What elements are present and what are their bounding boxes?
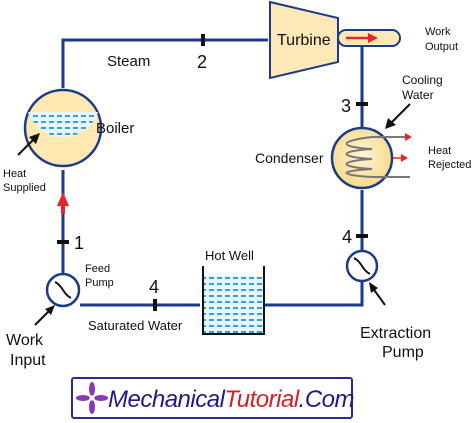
brand-text-com: .Com — [299, 386, 354, 413]
extraction-pump-label-line1: Extraction — [360, 325, 431, 342]
state-point-markers — [57, 34, 368, 311]
saturated-water-label: Saturated Water — [88, 318, 183, 333]
turbine-label: Turbine — [277, 32, 331, 49]
heat-supplied-arrow-icon — [17, 137, 36, 156]
flow-arrow-up-icon — [57, 192, 69, 206]
brand-banner-frame — [71, 377, 353, 419]
turbine: Turbine — [269, 0, 401, 80]
condenser: Condenser — [255, 126, 412, 190]
work-input-label-line2: Input — [10, 352, 46, 369]
heat-supplied-label-line2: Supplied — [3, 182, 46, 194]
extraction-pump — [345, 249, 379, 283]
state-point-1-label: 1 — [74, 233, 84, 253]
feed-pump-label-line2: Pump — [85, 277, 114, 289]
hot-well: Hot Well — [202, 248, 265, 335]
turbine-body — [269, 0, 339, 80]
cooling-water-arrow-icon — [389, 103, 411, 125]
condenser-label: Condenser — [255, 150, 324, 166]
heat-supplied-arrowhead-icon — [29, 133, 40, 144]
steam-label: Steam — [107, 53, 150, 70]
state-point-2-label: 2 — [197, 52, 207, 72]
cooling-water-label-line1: Cooling — [402, 73, 443, 87]
feed-pump — [45, 272, 81, 308]
work-input-label-line1: Work — [6, 332, 44, 349]
state-point-4-bottom-label: 4 — [149, 277, 159, 297]
heat-rejected-arrow-icon-2 — [401, 154, 408, 162]
state-point-4-right-label: 4 — [342, 227, 352, 247]
heat-rejected-label-line2: Rejected — [428, 159, 471, 171]
cooling-water-arrowhead-icon — [385, 118, 396, 129]
boiler-label: Boiler — [96, 120, 134, 137]
work-output-arrowhead-icon — [368, 33, 378, 43]
boiler-water — [28, 112, 98, 138]
work-input-arrow-icon — [34, 309, 51, 326]
brand-text-tutorial: Tutorial — [224, 386, 299, 413]
brand-text: MechanicalTutorial.Com — [108, 386, 354, 413]
work-input-arrowhead-icon — [45, 305, 55, 315]
extraction-pump-label-line2: Pump — [382, 344, 424, 361]
work-output-label-line2: Output — [425, 41, 458, 53]
work-output-label-line1: Work — [425, 26, 451, 38]
flow-arrow-stem — [61, 204, 65, 214]
brand-logo-icon — [76, 382, 108, 414]
pipe-steam-line — [61, 38, 268, 88]
pipe-extraction-to-hotwell — [265, 282, 364, 307]
hot-well-label: Hot Well — [205, 248, 254, 263]
extraction-pump-impeller-icon — [353, 257, 371, 275]
feed-pump-impeller-icon — [54, 281, 72, 299]
heat-rejected-arrow-icon-1 — [405, 133, 412, 141]
heat-supplied-label-line1: Heat — [3, 168, 26, 180]
extraction-pump-arrowhead-icon — [369, 282, 378, 293]
hot-well-tank — [202, 266, 265, 335]
brand-text-mechanical: Mechanical — [108, 386, 226, 413]
cooling-water-label-line2: Water — [402, 88, 434, 102]
heat-rejected-label-line1: Heat — [428, 145, 451, 157]
hot-well-water — [203, 276, 263, 334]
brand-banner: MechanicalTutorial.Com — [71, 377, 355, 419]
condenser-coil — [345, 136, 373, 178]
feed-pump-label-line1: Feed — [85, 263, 110, 275]
boiler: Boiler — [23, 88, 134, 168]
state-point-3-label: 3 — [341, 96, 351, 116]
